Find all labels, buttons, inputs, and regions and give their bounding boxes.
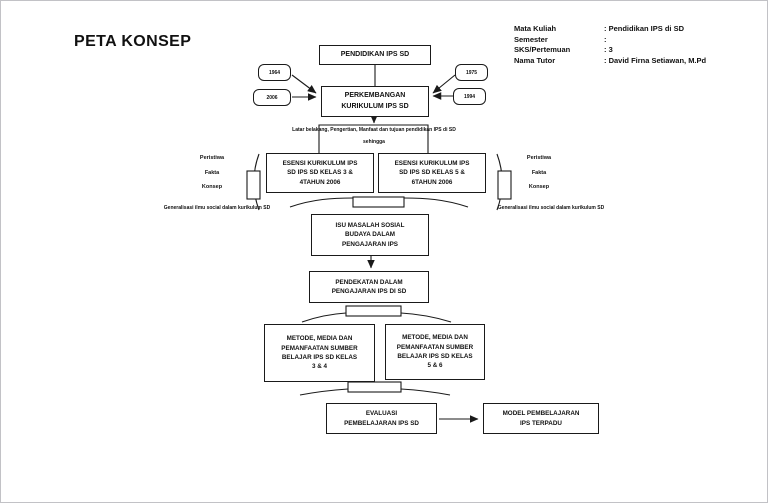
brace-esensi-merge-right — [403, 197, 469, 208]
brace-metode-merge-left — [299, 388, 349, 396]
side-right-peristiwa: Peristiwa — [526, 155, 552, 161]
meta-row: Mata Kuliah : Pendidikan IPS di SD — [514, 24, 706, 35]
node-evaluasi: EVALUASI PEMBELAJARAN IPS SD — [326, 403, 437, 434]
node-perkembangan-kurikulum: PERKEMBANGAN KURIKULUM IPS SD — [321, 86, 429, 117]
brace-esensi-merge-left — [289, 197, 354, 208]
brace-pendekatan-split-left — [301, 312, 347, 323]
node-metode-kelas-3-4: METODE, MEDIA DAN PEMANFAATAN SUMBER BEL… — [264, 324, 375, 382]
side-left-konsep: Konsep — [201, 184, 223, 190]
connector-esensi-merge-box — [352, 196, 405, 208]
arrow-1964-to-perkembangan — [291, 74, 317, 94]
brace-side-left-box — [246, 170, 261, 200]
meta-row: Semester : — [514, 35, 706, 46]
bracket-perkembangan-to-esensi — [318, 124, 429, 153]
node-esensi-kelas-3-4: ESENSI KURIKULUM IPS SD IPS SD KELAS 3 &… — [266, 153, 374, 193]
meta-label: SKS/Pertemuan — [514, 45, 571, 55]
meta-value: : — [604, 34, 607, 44]
connector-pendekatan-split-box — [345, 305, 402, 317]
node-isu-masalah-sosial: ISU MASALAH SOSIAL BUDAYA DALAM PENGAJAR… — [311, 214, 429, 256]
connector-metode-merge-box — [347, 381, 402, 393]
brace-metode-merge-right — [400, 388, 451, 396]
node-metode-kelas-5-6: METODE, MEDIA DAN PEMANFAATAN SUMBER BEL… — [385, 324, 485, 380]
side-left-peristiwa: Peristiwa — [199, 155, 225, 161]
page-title: PETA KONSEP — [74, 33, 192, 50]
node-pendidikan-ips-sd: PENDIDIKAN IPS SD — [319, 45, 431, 65]
course-meta: Mata Kuliah : Pendidikan IPS di SD Semes… — [514, 24, 706, 66]
arrow-1975-to-perkembangan — [432, 74, 456, 94]
brace-pendekatan-split-right — [400, 312, 452, 323]
node-year-1964: 1964 — [258, 64, 291, 81]
meta-row: SKS/Pertemuan : 3 — [514, 45, 706, 56]
meta-row: Nama Tutor : David Firna Setiawan, M.Pd — [514, 56, 706, 67]
meta-label: Nama Tutor — [514, 55, 556, 65]
meta-label: Mata Kuliah — [514, 24, 557, 33]
bridge-text-line2: sehingga — [363, 139, 385, 145]
meta-value: : David Firna Setiawan, M.Pd — [604, 55, 707, 65]
node-year-2006: 2006 — [253, 89, 291, 106]
node-esensi-kelas-5-6: ESENSI KURIKULUM IPS SD IPS SD KELAS 5 &… — [378, 153, 486, 193]
node-year-1994: 1994 — [453, 88, 486, 105]
node-model-terpadu: MODEL PEMBELAJARAN IPS TERPADU — [483, 403, 599, 434]
side-left-fakta: Fakta — [204, 170, 220, 176]
side-left-generalisasi: Generalisasi ilmu social dalam kurikulum… — [163, 205, 271, 211]
brace-side-right-box — [497, 170, 512, 200]
side-right-generalisasi: Generalisasi ilmu social dalam kurikulum… — [497, 205, 605, 211]
bridge-text-line1: Latar belakang, Pengertian, Manfaat dan … — [292, 127, 456, 133]
side-right-konsep: Konsep — [528, 184, 550, 190]
node-pendekatan: PENDEKATAN DALAM PENGAJARAN IPS DI SD — [309, 271, 429, 303]
meta-value: : 3 — [604, 45, 613, 55]
meta-value: : Pendidikan IPS di SD — [604, 24, 685, 33]
side-right-fakta: Fakta — [531, 170, 547, 176]
meta-label: Semester — [514, 34, 548, 44]
node-year-1975: 1975 — [455, 64, 488, 81]
